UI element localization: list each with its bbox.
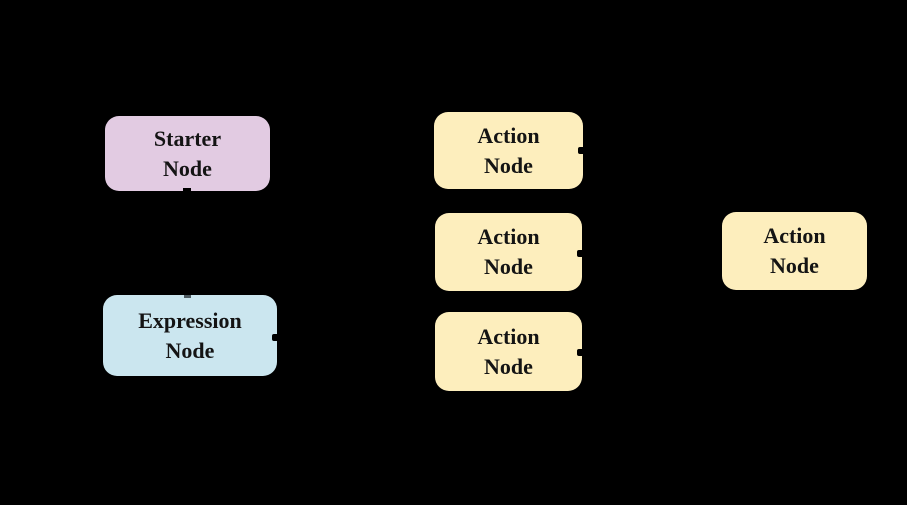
action-node-2-label: Action Node: [477, 224, 540, 279]
starter-node: Starter Node: [105, 116, 270, 191]
arrowhead-tip-expression-top: [184, 295, 191, 298]
connector-stub-expression-right: [272, 334, 279, 341]
action-node-1-label: Action Node: [477, 122, 540, 178]
starter-node-label: Starter Node: [153, 125, 222, 181]
connector-stub-starter-bottom: [183, 188, 191, 194]
connector-stub-action1-right: [578, 147, 585, 154]
action-node-right: Action Node: [722, 212, 867, 290]
connector-stub-action2-right: [577, 250, 584, 257]
expression-node-label: Expression Node: [138, 307, 242, 363]
action-node-3: Action Node: [435, 312, 582, 391]
expression-node: Expression Node: [103, 295, 277, 376]
action-node-right-label: Action Node: [763, 223, 826, 278]
action-node-3-label: Action Node: [477, 323, 540, 379]
action-node-2: Action Node: [435, 213, 582, 291]
action-node-1: Action Node: [434, 112, 583, 189]
connector-stub-action3-right: [577, 349, 584, 356]
